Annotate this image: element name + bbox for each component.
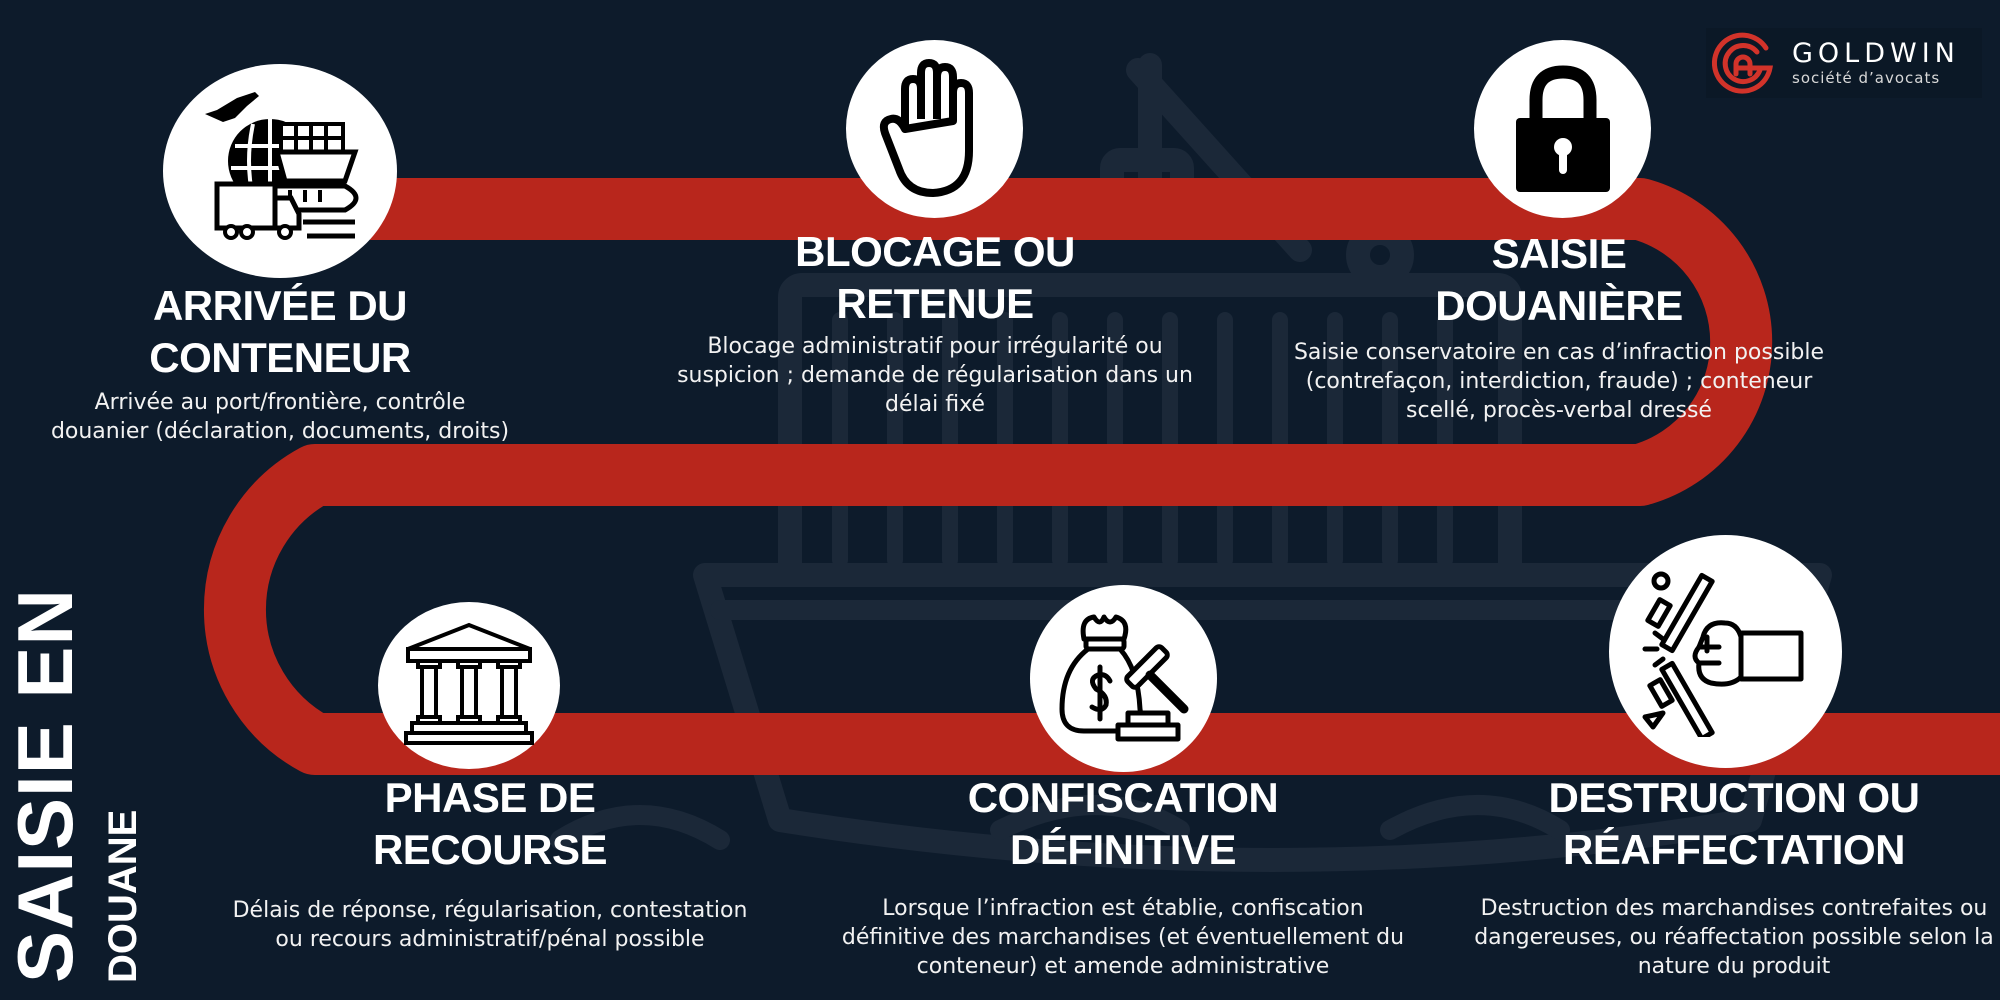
step-description: Saisie conservatoire en cas d’infraction… (1293, 340, 1825, 423)
cargo-ship-watermark (550, 53, 1832, 872)
step-2-icon-circle (846, 40, 1023, 218)
courthouse-icon (404, 622, 534, 745)
step-3-icon-circle (1474, 40, 1651, 218)
money-bag-gavel-icon (1059, 614, 1188, 741)
fist-smash-icon (1642, 571, 1803, 737)
logo-tagline: société d’avocats (1792, 69, 1941, 87)
step-1-icon-circle (163, 64, 397, 278)
title-line-1: SAISIE EN (1, 588, 89, 983)
global-logistics-icon (205, 92, 359, 240)
goldwin-g-logo-icon (1711, 32, 1773, 94)
title-line-2: DOUANE (101, 809, 145, 983)
red-process-path (203, 178, 2000, 775)
step-4-icon-circle (378, 602, 560, 769)
step-5-icon-circle (1030, 585, 1217, 772)
stop-hand-icon (879, 59, 973, 197)
step-description: Lorsque l’infraction est établie, confis… (841, 896, 1405, 979)
step-description: Délais de réponse, régularisation, conte… (232, 898, 748, 952)
logo-name: GOLDWIN (1792, 38, 1960, 69)
step-6-icon-circle (1609, 535, 1842, 768)
goldwin-logo: GOLDWIN société d’avocats (1706, 28, 1982, 98)
padlock-icon (1515, 65, 1610, 192)
step-description: Blocage administratif pour irrégularité … (677, 334, 1193, 417)
step-description: Destruction des marchandises contrefaite… (1474, 896, 1994, 979)
step-description: Arrivée au port/frontière, contrôle doua… (50, 390, 510, 444)
page-title: SAISIE EN DOUANE (0, 580, 160, 1000)
